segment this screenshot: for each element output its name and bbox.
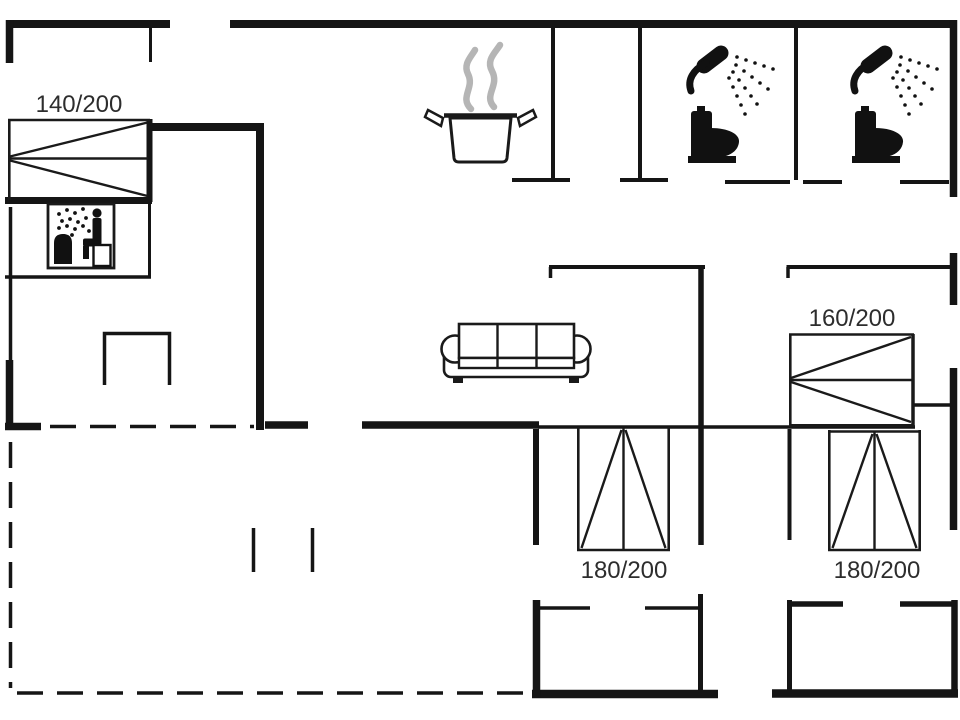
toilet-icon (688, 106, 740, 163)
bathroom-left (686, 45, 775, 163)
bed-180x200-left-label: 180/200 (581, 557, 668, 584)
door-thresholds (512, 178, 949, 184)
terrace-dashed-outline (8, 424, 533, 695)
bed-140x200 (8, 118, 150, 200)
fixture-outline (102, 331, 172, 385)
bathroom-right (850, 45, 939, 163)
shower-icon (850, 45, 939, 116)
bed-180x200-right (827, 430, 922, 552)
bed-160x200 (788, 333, 915, 427)
sofa-icon (440, 322, 592, 383)
cooking-pot-icon (423, 41, 538, 164)
steam (463, 41, 504, 113)
toilet-icon (852, 106, 904, 163)
bed-160x200-label: 160/200 (809, 305, 896, 332)
sauna-icon (46, 202, 116, 270)
sauna-person (83, 208, 102, 259)
exterior-walls (5, 20, 958, 699)
terrace-step-posts (251, 528, 315, 572)
bed-140x200-label: 140/200 (36, 91, 123, 118)
bed-180x200-left (576, 427, 671, 552)
shower-icon (686, 45, 775, 116)
bed-180x200-right-label: 180/200 (834, 557, 921, 584)
